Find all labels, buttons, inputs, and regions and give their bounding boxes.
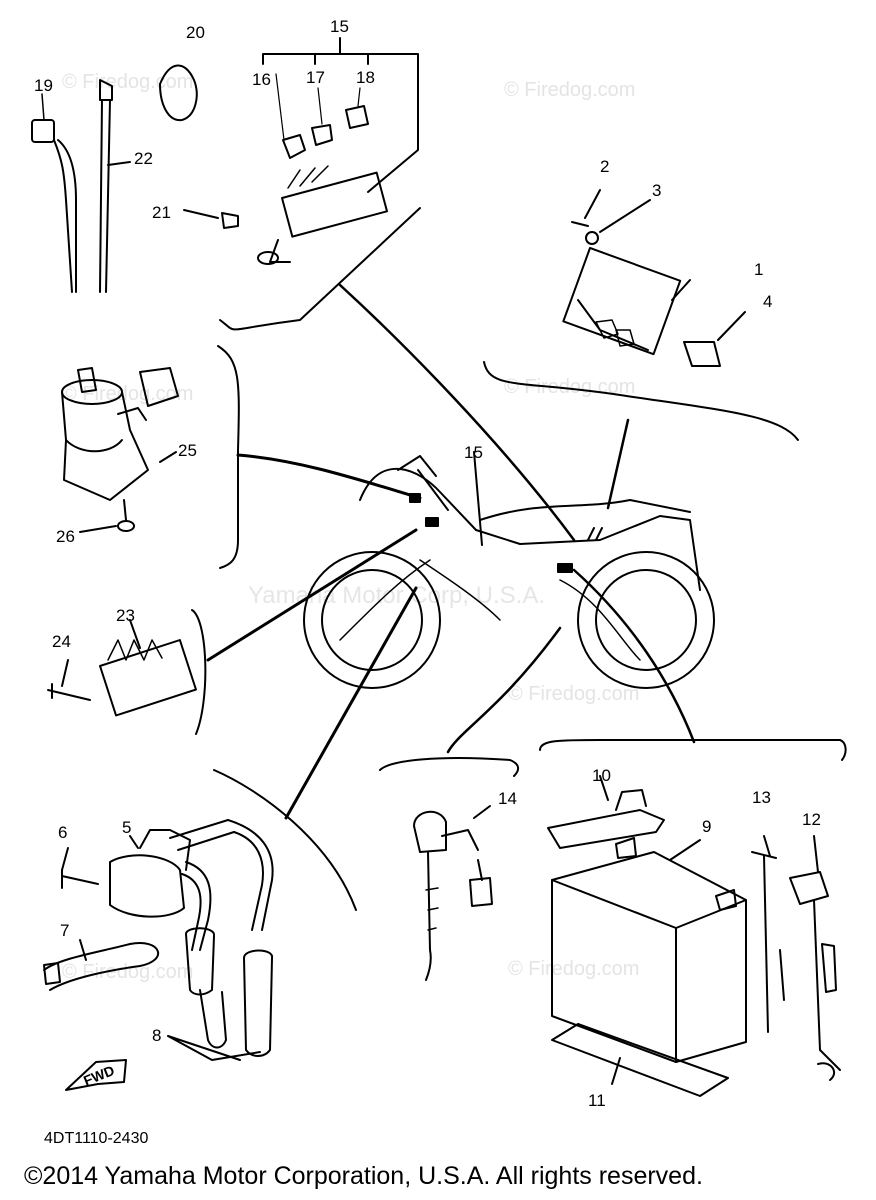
- motorcycle-silhouette: [303, 283, 715, 744]
- watermark: © Firedog.com: [508, 958, 639, 980]
- parts-diagram: © Firedog.com © Firedog.com © Firedog.co…: [31, 17, 847, 1147]
- part-label-16: 16: [252, 70, 271, 89]
- copyright-text: ©2014 Yamaha Motor Corporation, U.S.A. A…: [24, 1162, 703, 1190]
- part-label-19: 19: [34, 76, 53, 95]
- part-label-15-bike: 15: [464, 443, 483, 462]
- part-label-7: 7: [60, 921, 69, 940]
- part-label-23: 23: [116, 606, 135, 625]
- part-label-13: 13: [752, 788, 771, 807]
- part-label-20: 20: [186, 23, 205, 42]
- part-label-12: 12: [802, 810, 821, 829]
- main-switch-group: [61, 345, 422, 569]
- fuse-box-group: [183, 37, 421, 331]
- part-label-11: 11: [588, 1091, 606, 1110]
- part-label-22: 22: [134, 149, 153, 168]
- part-label-1: 1: [754, 260, 763, 279]
- part-label-9: 9: [702, 817, 711, 836]
- part-label-24: 24: [52, 632, 71, 651]
- watermark: © Firedog.com: [62, 961, 193, 983]
- part-labels: 1 2 3 4 5 6 7 8 9 10 11 12 13 14 15 15 1…: [34, 17, 821, 1110]
- rectifier-group: [47, 528, 418, 735]
- watermark: © Firedog.com: [62, 71, 193, 93]
- part-label-26: 26: [56, 527, 75, 546]
- cable-ties-group: [31, 64, 198, 293]
- neutral-switch-group: [379, 626, 562, 981]
- watermark: © Firedog.com: [504, 79, 635, 101]
- igniter-group: [483, 189, 799, 510]
- part-label-3: 3: [652, 181, 661, 200]
- watermark-layer: © Firedog.com © Firedog.com © Firedog.co…: [62, 71, 639, 983]
- part-label-2: 2: [600, 157, 609, 176]
- part-label-17: 17: [306, 68, 325, 87]
- part-label-10: 10: [592, 766, 611, 785]
- part-label-14: 14: [498, 789, 517, 808]
- fwd-arrow-icon: [65, 1059, 127, 1091]
- part-label-15: 15: [330, 17, 349, 36]
- watermark: © Firedog.com: [508, 683, 639, 705]
- ignition-coil-group: [43, 586, 418, 1061]
- part-label-21: 21: [152, 203, 171, 222]
- battery-group: [539, 739, 847, 1097]
- part-label-8: 8: [152, 1026, 161, 1045]
- part-label-6: 6: [58, 823, 67, 842]
- drawing-code: 4DT1110-2430: [44, 1130, 148, 1147]
- part-label-5: 5: [122, 818, 131, 837]
- part-label-25: 25: [178, 441, 197, 460]
- part-label-18: 18: [356, 68, 375, 87]
- part-label-4: 4: [763, 292, 772, 311]
